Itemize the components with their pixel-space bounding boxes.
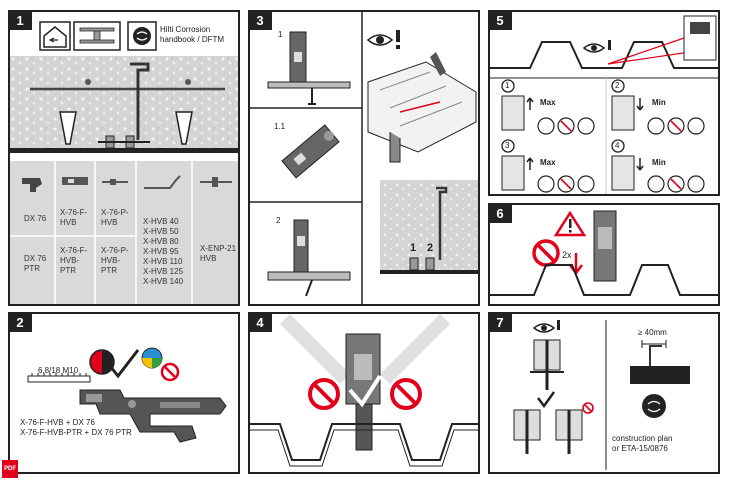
repeat-label: 2x	[562, 250, 572, 260]
panel-6: 6 2x	[488, 203, 720, 306]
step-label-2: 2	[276, 216, 281, 225]
inspect-eye-icon	[532, 320, 560, 333]
cartridge-red-black-icon	[89, 349, 115, 375]
table-cell-p-2: X-76-P-HVB-PTR	[101, 246, 129, 275]
panel-3-grid	[250, 12, 363, 304]
table-cell-tool-2: DX 76 PTR	[24, 254, 47, 273]
reference-line-2: or ETA-15/0876	[612, 444, 668, 453]
combo-line-2: X-76-F-HVB-PTR + DX 76 PTR	[20, 428, 132, 437]
panel-number: 1	[10, 12, 32, 30]
combo-line-1: X-76-F-HVB + DX 76	[20, 418, 95, 427]
ruler-label: 6.8/18 M10	[38, 366, 79, 375]
hvb-size: X-HVB 50	[143, 227, 179, 236]
handbook-icon	[642, 394, 666, 418]
cartridge-blue-yellow-green-icon	[141, 347, 163, 369]
panel-3: 3 1 1.1 2	[248, 10, 480, 306]
panel-2-illustration	[27, 347, 227, 443]
table-cell-f-2: X-76-F-HVB-PTR	[60, 246, 88, 275]
deck-perspective	[367, 52, 477, 163]
step-label-1-1: 1.1	[274, 122, 286, 131]
panel-7-illustration	[513, 320, 690, 470]
panel-number: 3	[250, 12, 272, 30]
checkmark-icon	[348, 374, 382, 408]
hvb-size: X-HVB 95	[143, 247, 179, 256]
table-cell-f-1: X-76-F-HVB	[60, 208, 88, 227]
prohibited-icon	[532, 239, 560, 267]
handbook-icon	[127, 21, 157, 51]
tool-on-beam-icon-2	[267, 219, 351, 297]
option-num-1: 1	[505, 81, 510, 90]
panel-1-header-icons	[39, 21, 157, 51]
dx76-tool-icon	[79, 389, 227, 443]
reference-line-1: construction plan	[612, 434, 673, 443]
panel-5: 5	[488, 10, 720, 196]
panel-7: 7 ≥ 40mm construction plan or ETA-15/08	[488, 312, 720, 474]
option-num-4: 4	[615, 141, 620, 150]
checkmark-icon	[108, 349, 140, 379]
ruler-icon	[27, 373, 91, 383]
panel-number: 5	[490, 12, 512, 30]
panel-4-illustration	[250, 314, 478, 467]
hvb-size: X-HVB 80	[143, 237, 179, 246]
limit-label-max: Max	[540, 158, 556, 167]
inspect-eye-icon	[366, 30, 400, 49]
table-col-hvb: X-HVB 40 X-HVB 50 X-HVB 80 X-HVB 95 X-HV…	[143, 217, 183, 287]
pdf-file-icon[interactable]: PDF	[2, 460, 18, 478]
panel-1: 1 Hilti Corrosion handbook / DFTM	[8, 10, 240, 306]
limit-label-min: Min	[652, 158, 666, 167]
table-cell-enp: X-ENP-21 HVB	[200, 244, 237, 263]
limit-label-min: Min	[652, 98, 666, 107]
step-label-1: 1	[278, 30, 283, 39]
checkmark-icon	[537, 391, 556, 409]
panel-4: 4	[248, 312, 480, 474]
hvb-size: X-HVB 125	[143, 267, 184, 276]
panel-number: 7	[490, 314, 512, 332]
panel-2: 2 6.8/18 M10 X-76-F-HVB + DX	[8, 312, 240, 474]
tool-icons	[22, 175, 232, 192]
prohibited-icon	[582, 402, 594, 414]
product-table	[10, 203, 238, 304]
prohibited-icon	[160, 362, 180, 382]
steel-beam-icon	[73, 21, 121, 51]
handbook-label: Hilti Corrosion handbook / DFTM	[160, 25, 225, 44]
table-cell-tool-1: DX 76	[24, 214, 47, 223]
prohibited-icon-2	[390, 378, 422, 410]
building-icon	[39, 21, 71, 51]
product-table-grid	[10, 203, 193, 304]
inspect-eye-icon	[582, 40, 611, 53]
option-num-3: 3	[505, 141, 510, 150]
hvb-size: X-HVB 110	[143, 257, 183, 266]
panel-6-illustration	[490, 210, 718, 296]
panel-number: 4	[250, 314, 272, 332]
limit-label-max: Max	[540, 98, 556, 107]
panel-5-illustration	[490, 15, 718, 194]
prohibited-icon	[308, 378, 340, 410]
hvb-size: X-HVB 140	[143, 277, 184, 286]
warning-icon	[553, 210, 587, 237]
tool-on-beam-icon	[267, 31, 351, 105]
panel-number: 2	[10, 314, 32, 332]
panel-number: 6	[490, 205, 512, 223]
table-cell-p-1: X-76-P-HVB	[101, 208, 129, 227]
pdf-icon-label: PDF	[4, 466, 16, 472]
hvb-size: X-HVB 40	[143, 217, 179, 226]
panel-1-concrete-illustration	[10, 56, 238, 203]
panel-3-illustrations	[267, 30, 478, 297]
anchor-mark-2: 2	[427, 242, 434, 254]
anchor-mark-1: 1	[410, 242, 417, 254]
option-num-2: 2	[615, 81, 620, 90]
tool-angled-icon	[281, 124, 340, 179]
min-distance-label: ≥ 40mm	[638, 328, 667, 337]
